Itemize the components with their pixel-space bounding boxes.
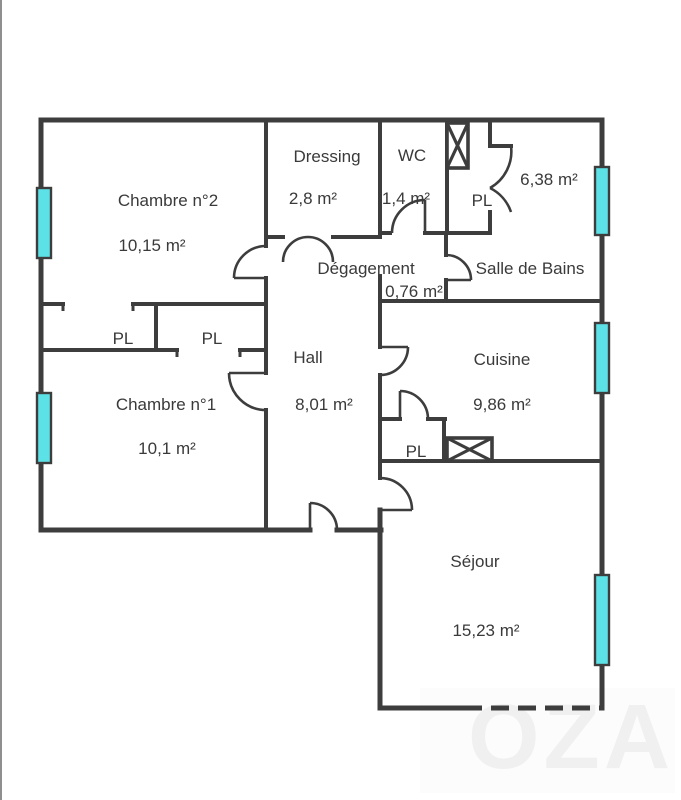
room-label-chambre2: Chambre n°2 [118, 191, 218, 210]
opening-jamb-ticks [61, 302, 242, 357]
window-chambre1 [35, 391, 53, 465]
room-label-sejour: Séjour [450, 552, 499, 571]
closet-label-cuisine: PL [406, 442, 427, 461]
duct-box-wc-cross-2 [445, 122, 470, 169]
door-arc-salle-de-bains [445, 253, 473, 282]
room-label-cuisine: Cuisine [474, 350, 531, 369]
door-arc-chambre2 [232, 244, 267, 280]
watermark-text: OZA [468, 686, 674, 788]
area-label-chambre1: 10,1 m² [138, 439, 196, 458]
door-arc-chambre1 [227, 371, 267, 412]
door-arc-pl-salle-de-bains-bottom [489, 186, 513, 213]
room-label-chambre1: Chambre n°1 [116, 395, 216, 414]
duct-box-cuisine [445, 436, 494, 463]
closet-label-left: PL [113, 329, 134, 348]
duct-box-wc [445, 121, 470, 170]
room-label-degagement: Dégagement [317, 259, 415, 278]
door-arc-entrance [308, 501, 339, 531]
interior-walls [39, 118, 604, 532]
room-label-dressing: Dressing [293, 147, 360, 166]
closet-label-salle-de-bains: PL [472, 191, 493, 210]
window-chambre2 [35, 186, 53, 260]
window-salle-de-bains [593, 165, 611, 237]
door-arc-pl-salle-de-bains-top [489, 145, 513, 190]
door-arc-dressing-double [281, 235, 335, 263]
door-arc-cuisine [379, 345, 410, 377]
area-label-cuisine: 9,86 m² [473, 395, 531, 414]
door-arc-wc [390, 198, 427, 234]
area-label-wc: 1,4 m² [382, 189, 431, 208]
area-label-dressing: 2,8 m² [289, 189, 338, 208]
page-left-edge-line [0, 0, 2, 800]
room-label-salle-de-bains: Salle de Bains [476, 259, 585, 278]
room-label-wc: WC [398, 146, 426, 165]
duct-box-cuisine-cross-2 [446, 436, 493, 463]
area-label-degagement: 0,76 m² [385, 282, 443, 301]
area-label-salle-de-bains: 6,38 m² [520, 170, 578, 189]
window-sejour [593, 573, 611, 667]
door-arc-pl-cuisine [398, 389, 430, 420]
room-label-hall: Hall [293, 348, 322, 367]
area-label-sejour: 15,23 m² [452, 621, 519, 640]
area-label-chambre2: 10,15 m² [118, 236, 185, 255]
area-label-hall: 8,01 m² [295, 395, 353, 414]
window-cuisine [593, 321, 611, 395]
closet-label-right: PL [202, 329, 223, 348]
exterior-walls [38, 117, 605, 711]
watermark: OZA [468, 686, 674, 788]
door-arc-sejour [379, 476, 414, 512]
